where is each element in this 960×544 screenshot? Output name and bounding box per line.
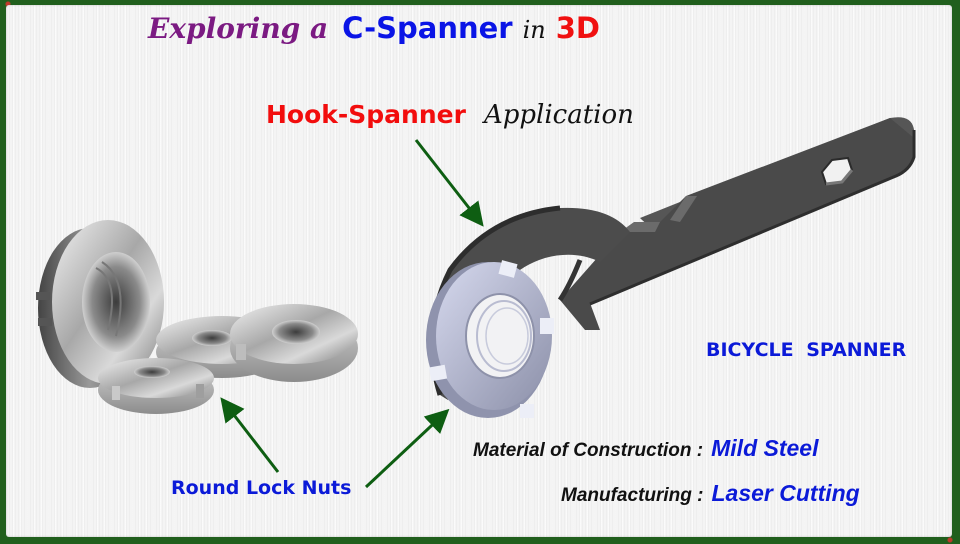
title-exploring: Exploring a <box>148 12 329 45</box>
canvas-background <box>6 5 952 537</box>
arrow-round-nuts-left <box>220 397 280 473</box>
application-text: Application <box>483 100 634 130</box>
hook-spanner-text: Hook-Spanner <box>266 100 466 129</box>
arrow-hook-spanner <box>414 139 484 227</box>
arrow-round-nuts-right <box>364 408 450 489</box>
round-lock-nut-engaged <box>426 260 554 418</box>
round-lock-nuts-label: Round Lock Nuts <box>171 477 352 499</box>
arrows <box>220 139 484 489</box>
manufacturing-label: Manufacturing : <box>561 485 704 506</box>
material-value: Mild Steel <box>711 435 819 461</box>
material-spec: Material of Construction : Mild Steel <box>473 435 818 462</box>
title-in: in <box>522 16 546 44</box>
material-label: Material of Construction : <box>473 440 704 461</box>
title-3d: 3D <box>555 11 601 45</box>
manufacturing-spec: Manufacturing : Laser Cutting <box>561 480 860 507</box>
title-c-spanner: C-Spanner <box>342 11 513 45</box>
hook-spanner-application-label: Hook-Spanner Application <box>266 100 634 130</box>
manufacturing-value: Laser Cutting <box>711 480 860 506</box>
bicycle-spanner-label: BICYCLE SPANNER <box>706 339 907 361</box>
page-title: Exploring a C-Spanner in 3D <box>148 8 600 53</box>
round-lock-nuts-render <box>36 220 358 414</box>
hook-spanner-render <box>429 117 916 400</box>
